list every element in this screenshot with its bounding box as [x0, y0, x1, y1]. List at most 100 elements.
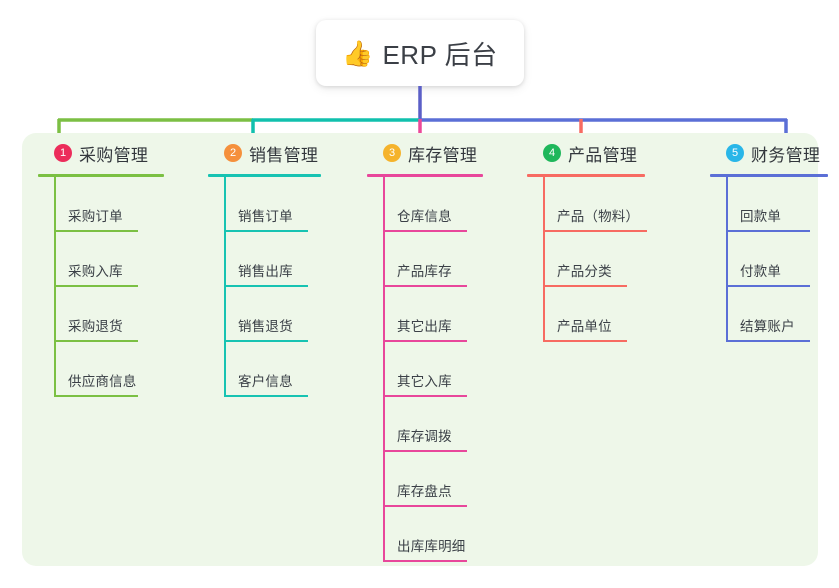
branch-items-4: 产品（物料） 产品分类产品单位 [527, 177, 647, 342]
leaf-item-label: 产品单位 [557, 319, 612, 335]
leaf-item[interactable]: 客户信息 [208, 342, 321, 397]
leaf-item-rule [54, 285, 138, 287]
branch-header-1[interactable]: 1 采购管理 [38, 133, 164, 173]
diagram-panel [22, 133, 818, 566]
leaf-item[interactable]: 采购退货 [38, 287, 164, 342]
branch-header-5[interactable]: 5 财务管理 [710, 133, 828, 173]
leaf-item-rule [224, 230, 308, 232]
leaf-item-label: 销售退货 [238, 319, 293, 335]
branch-column-4: 4 产品管理产品（物料） 产品分类产品单位 [527, 133, 647, 342]
leaf-item-label: 供应商信息 [68, 374, 137, 390]
leaf-item[interactable]: 库存盘点 [367, 452, 483, 507]
leaf-item-rule [383, 450, 467, 452]
leaf-item-label: 销售订单 [238, 209, 293, 225]
leaf-item-rule [383, 395, 467, 397]
leaf-item[interactable]: 付款单 [710, 232, 828, 287]
leaf-item-label: 产品（物料） [557, 209, 640, 225]
leaf-item[interactable]: 产品库存 [367, 232, 483, 287]
leaf-item[interactable]: 销售出库 [208, 232, 321, 287]
branch-rule-1 [38, 174, 164, 177]
branch-rule-4 [527, 174, 645, 177]
leaf-item-rule [726, 285, 810, 287]
leaf-item-label: 销售出库 [238, 264, 293, 280]
leaf-item-rule [543, 340, 627, 342]
leaf-item-label: 回款单 [740, 209, 782, 225]
branch-badge-1: 1 [54, 144, 72, 162]
leaf-item-label: 客户信息 [238, 374, 293, 390]
leaf-item[interactable]: 出库库明细 [367, 507, 483, 562]
branch-rule-3 [367, 174, 483, 177]
leaf-item-label: 产品库存 [397, 264, 452, 280]
leaf-item[interactable]: 仓库信息 [367, 177, 483, 232]
branch-items-1: 采购订单采购入库采购退货供应商信息 [38, 177, 164, 397]
leaf-item[interactable]: 其它入库 [367, 342, 483, 397]
branch-title-2: 销售管理 [249, 145, 319, 165]
leaf-item[interactable]: 结算账户 [710, 287, 828, 342]
leaf-item-rule [383, 505, 467, 507]
branch-title-4: 产品管理 [568, 145, 638, 165]
leaf-item[interactable]: 采购订单 [38, 177, 164, 232]
leaf-item-rule [543, 230, 647, 232]
leaf-item-label: 其它入库 [397, 374, 452, 390]
branch-header-3[interactable]: 3 库存管理 [367, 133, 483, 173]
leaf-item[interactable]: 供应商信息 [38, 342, 164, 397]
root-node-card[interactable]: 👍 ERP 后台 [316, 20, 524, 86]
leaf-item[interactable]: 回款单 [710, 177, 828, 232]
root-node-title: ERP 后台 [382, 39, 498, 70]
branch-header-4[interactable]: 4 产品管理 [527, 133, 647, 173]
leaf-item-rule [383, 560, 467, 562]
branch-column-5: 5 财务管理回款单付款单结算账户 [710, 133, 828, 342]
leaf-item-rule [224, 395, 308, 397]
leaf-item-rule [224, 340, 308, 342]
branch-column-3: 3 库存管理仓库信息产品库存其它出库其它入库库存调拨库存盘点出库库明细 [367, 133, 483, 562]
branch-title-3: 库存管理 [408, 145, 478, 165]
branch-badge-2: 2 [224, 144, 242, 162]
branch-spine-5 [726, 177, 728, 342]
leaf-item-rule [54, 395, 138, 397]
leaf-item-label: 结算账户 [740, 319, 795, 335]
branch-header-2[interactable]: 2 销售管理 [208, 133, 321, 173]
branch-spine-2 [224, 177, 226, 397]
leaf-item-rule [726, 230, 810, 232]
branch-title-1: 采购管理 [79, 145, 149, 165]
leaf-item-rule [224, 285, 308, 287]
leaf-item-label: 付款单 [740, 264, 782, 280]
leaf-item[interactable]: 销售订单 [208, 177, 321, 232]
leaf-item-rule [726, 340, 810, 342]
branch-columns: 1 采购管理采购订单采购入库采购退货供应商信息 2 销售管理销售订单销售出库销售退货客… [22, 133, 828, 566]
leaf-item-label: 产品分类 [557, 264, 612, 280]
thumbs-up-icon: 👍 [342, 39, 374, 68]
leaf-item[interactable]: 产品（物料） [527, 177, 647, 232]
branch-badge-3: 3 [383, 144, 401, 162]
branch-spine-1 [54, 177, 56, 397]
leaf-item-label: 其它出库 [397, 319, 452, 335]
branch-badge-4: 4 [543, 144, 561, 162]
branch-rule-2 [208, 174, 321, 177]
branch-title-5: 财务管理 [751, 145, 821, 165]
leaf-item-label: 出库库明细 [397, 539, 466, 555]
leaf-item-label: 采购订单 [68, 209, 123, 225]
leaf-item[interactable]: 产品单位 [527, 287, 647, 342]
leaf-item[interactable]: 其它出库 [367, 287, 483, 342]
leaf-item-rule [383, 340, 467, 342]
leaf-item-rule [54, 340, 138, 342]
branch-items-2: 销售订单销售出库销售退货客户信息 [208, 177, 321, 397]
branch-items-5: 回款单付款单结算账户 [710, 177, 828, 342]
branch-rule-5 [710, 174, 828, 177]
leaf-item[interactable]: 采购入库 [38, 232, 164, 287]
leaf-item-label: 采购退货 [68, 319, 123, 335]
leaf-item[interactable]: 库存调拨 [367, 397, 483, 452]
leaf-item-rule [383, 230, 467, 232]
leaf-item-label: 库存调拨 [397, 429, 452, 445]
branch-column-1: 1 采购管理采购订单采购入库采购退货供应商信息 [38, 133, 164, 397]
leaf-item[interactable]: 销售退货 [208, 287, 321, 342]
leaf-item-rule [54, 230, 138, 232]
branch-items-3: 仓库信息产品库存其它出库其它入库库存调拨库存盘点出库库明细 [367, 177, 483, 562]
leaf-item[interactable]: 产品分类 [527, 232, 647, 287]
leaf-item-label: 库存盘点 [397, 484, 452, 500]
leaf-item-label: 仓库信息 [397, 209, 452, 225]
branch-badge-5: 5 [726, 144, 744, 162]
branch-spine-3 [383, 177, 385, 562]
branch-spine-4 [543, 177, 545, 342]
